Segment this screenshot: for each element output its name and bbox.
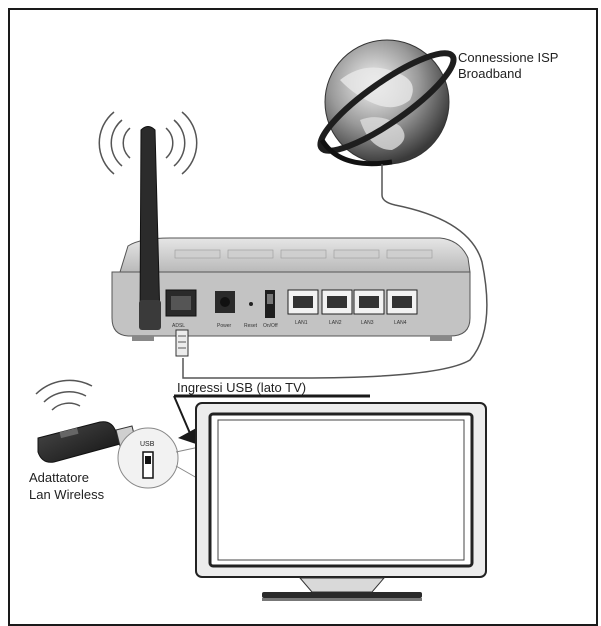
usb-port-callout: USB [117, 427, 205, 489]
adapter-wifi-icon [35, 379, 93, 411]
adapter-label-line2: Lan Wireless [29, 487, 105, 502]
reset-button-icon [249, 302, 253, 306]
isp-cable [182, 164, 488, 379]
router-port-label: LAN2 [329, 320, 342, 326]
globe-icon [317, 39, 457, 167]
router: ADSL Power Reset On/Off LAN1 LAN2 LAN3 L… [111, 237, 471, 341]
usb-port-icon [142, 451, 154, 479]
router-wifi-icon [98, 111, 198, 175]
router-port-label: On/Off [263, 323, 278, 329]
tv-screen [217, 419, 465, 561]
isp-label-line1: Connessione ISP [458, 50, 559, 65]
router-port-label: LAN4 [394, 320, 407, 326]
isp-label-line2: Broadband [458, 66, 522, 81]
adapter-label-line1: Adattatore [29, 470, 89, 485]
usb-tag-label: USB [140, 441, 155, 448]
router-port-label: Reset [244, 323, 258, 329]
usb-ports-label: Ingressi USB (lato TV) [177, 380, 307, 395]
router-port-label: LAN3 [361, 320, 374, 326]
television [195, 402, 487, 601]
router-antenna [139, 126, 161, 330]
router-port-label: LAN1 [295, 320, 308, 326]
adsl-cable-plug [175, 329, 189, 357]
router-port-label: ADSL [172, 323, 185, 329]
router-port-label: Power [217, 323, 232, 329]
